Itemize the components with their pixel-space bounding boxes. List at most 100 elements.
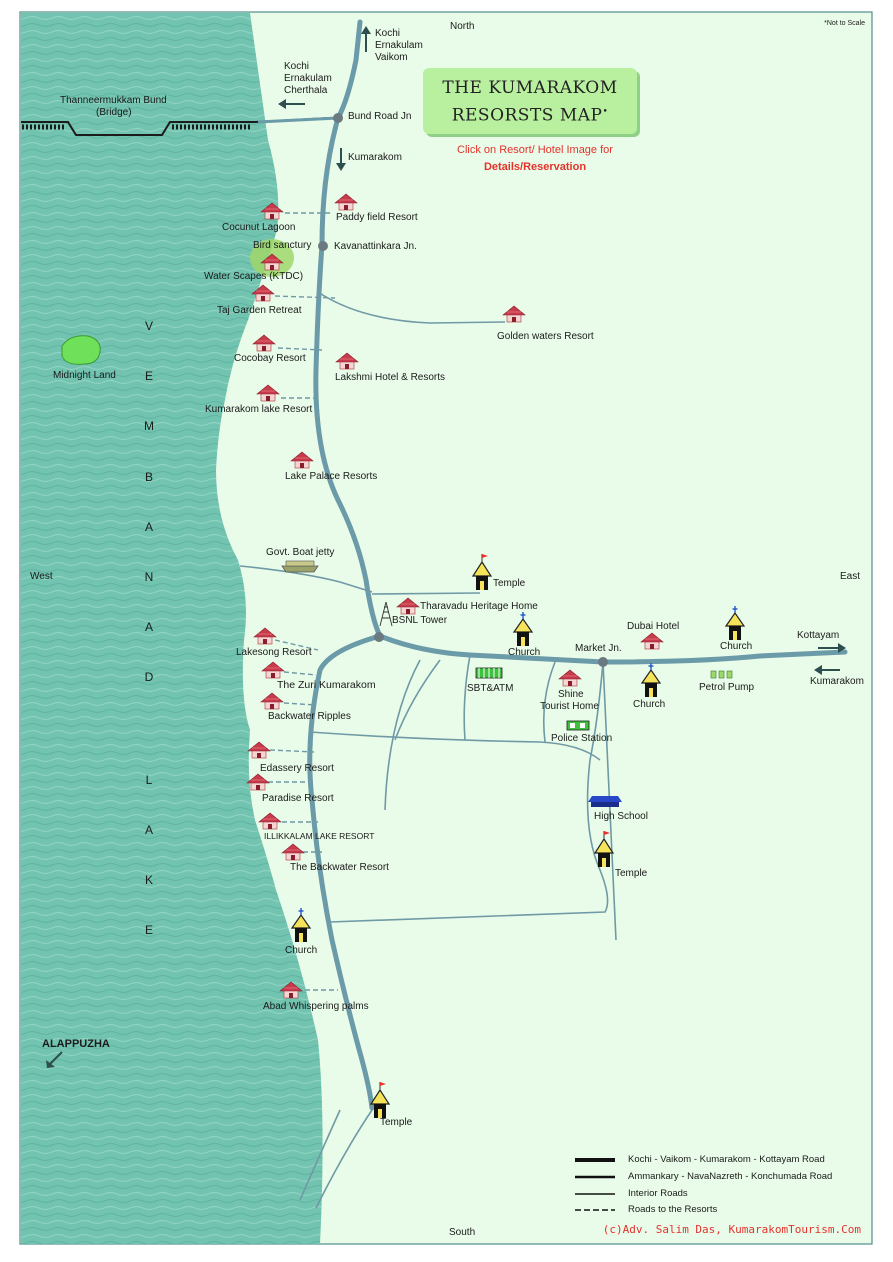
resort-zuri[interactable]: The Zuri Kumarakom [277,679,376,691]
label-sbt-atm: SBT&ATM [467,683,514,694]
lake-letter: E [144,923,153,937]
legend-resort-roads: Roads to the Resorts [628,1204,718,1215]
label-kochi-left: Kochi [284,61,310,72]
label-kumarakom-east: Kumarakom [810,676,864,687]
label-temple: Temple [493,578,526,589]
lake-letter: E [144,369,153,383]
compass-west: West [30,571,53,582]
label-shine: Shine [558,689,584,700]
bank-atm-icon [475,667,503,679]
arrow-alappuzha-icon [46,1051,63,1068]
lake-letter: D [144,670,154,684]
map-title-line2: RESORSTS MAP• [451,105,609,126]
map-title-box: THE KUMARAKOM RESORSTS MAP• [423,68,637,134]
legend-secondary-road: Ammankary - NavaNazreth - Konchumada Roa… [628,1171,833,1182]
arrow-north-icon [361,26,371,52]
main-road [307,19,848,1111]
resort-backwater-resort[interactable]: The Backwater Resort [290,862,389,873]
legend-main-road: Kochi - Vaikom - Kumarakom - Kottayam Ro… [628,1154,825,1165]
lake-letter: M [144,419,154,433]
arrow-kumarakom-left-icon [814,665,840,675]
label-ernakulam-top: Ernakulam [375,40,423,51]
label-vaikom-top: Vaikom [375,52,408,63]
lake-letter: A [144,520,153,534]
resort-edassery[interactable]: Edassery Resort [260,763,334,774]
label-bird-sanctury: Bird sanctury [253,240,312,251]
lake-letter: K [144,873,153,887]
resort-abad[interactable]: Abad Whispering palms [263,1001,369,1012]
legend-swatches [575,1158,615,1211]
legend-interior-roads: Interior Roads [628,1188,688,1199]
resort-tharavadu[interactable]: Tharavadu Heritage Home [420,601,538,612]
label-high-school: High School [594,811,648,822]
lake-letter: N [144,570,154,584]
midnight-land-island [61,335,101,365]
resort-cocobay[interactable]: Cocobay Resort [234,353,306,364]
vembanad-lake [21,13,323,1244]
note-line2[interactable]: Details/Reservation [483,161,587,173]
label-market-jn: Market Jn. [575,643,622,654]
resort-dubai-hotel[interactable]: Dubai Hotel [627,621,680,632]
map-title-line1: THE KUMARAKOM [442,78,618,98]
boat-jetty-icon [281,560,319,573]
lake-letter: A [144,620,153,634]
bsnl-tower-icon [379,601,393,627]
resort-water-scapes[interactable]: Water Scapes (KTDC) [204,271,304,282]
label-petrol-pump: Petrol Pump [699,682,755,693]
resort-lakshmi[interactable]: Lakshmi Hotel & Resorts [335,372,446,383]
police-station-icon [566,720,590,731]
resort-roads [268,212,338,991]
label-bridge: (Bridge) [96,107,132,118]
label-tourist-home: Tourist Home [540,701,599,712]
label-alappuzha: ALAPPUZHA [42,1038,110,1050]
reservation-note: Click on Resort/ Hotel Image for Details… [430,142,640,176]
resort-backwater-ripples[interactable]: Backwater Ripples [268,711,351,722]
label-church: Church [508,647,541,658]
lake-letter: L [145,773,153,787]
label-cherthala-left: Cherthala [284,85,328,96]
compass-south: South [449,1227,476,1238]
compass-north: North [450,21,475,32]
label-temple: Temple [615,868,648,879]
label-boat-jetty: Govt. Boat jetty [266,547,335,558]
label-thanneermukkam: Thanneermukkam Bund [60,95,167,106]
label-bund-road-jn: Bund Road Jn [348,111,412,122]
bund-bridge [21,117,331,136]
interior-roads [239,291,617,1209]
label-ernakulam-left: Ernakulam [284,73,332,84]
label-bsnl-tower: BSNL Tower [392,615,448,626]
resort-paradise[interactable]: Paradise Resort [262,793,334,804]
resort-golden-waters[interactable]: Golden waters Resort [497,331,594,342]
label-midnight-land: Midnight Land [53,370,116,381]
arrow-kumarakom-down-icon [336,148,346,171]
resort-taj-garden[interactable]: Taj Garden Retreat [217,305,302,316]
arrow-kochi-left-icon [278,99,305,109]
compass-east: East [840,571,861,582]
scale-note: *Not to Scale [824,20,865,27]
resort-kumarakom-lake[interactable]: Kumarakom lake Resort [205,404,313,415]
petrol-pump-icon [710,670,733,679]
lake-letter: B [144,470,153,484]
note-line1: Click on Resort/ Hotel Image for [457,144,613,156]
label-church: Church [720,641,753,652]
resort-coconut-lagoon[interactable]: Cocunut Lagoon [222,222,296,233]
label-temple: Temple [380,1117,413,1128]
lake-letter: V [144,319,153,333]
resort-lakesong[interactable]: Lakesong Resort [236,647,312,658]
label-kottayam: Kottayam [797,630,840,641]
label-kochi-top: Kochi [375,28,401,39]
label-church: Church [285,945,318,956]
label-kavanattinkara: Kavanattinkara Jn. [334,241,417,252]
resort-illikkalam[interactable]: ILLIKKALAM LAKE RESORT [264,831,375,841]
label-church: Church [633,699,666,710]
school-icon [588,796,622,807]
label-kumarakom-arrow: Kumarakom [348,152,402,163]
resort-paddy-field[interactable]: Paddy field Resort [336,212,418,223]
copyright-credit[interactable]: (c)Adv. Salim Das, KumarakomTourism.Com [602,1223,861,1236]
lake-letter: A [144,823,153,837]
arrow-kottayam-right-icon [818,643,846,653]
resort-lake-palace[interactable]: Lake Palace Resorts [285,471,378,482]
label-police-station: Police Station [551,733,613,744]
